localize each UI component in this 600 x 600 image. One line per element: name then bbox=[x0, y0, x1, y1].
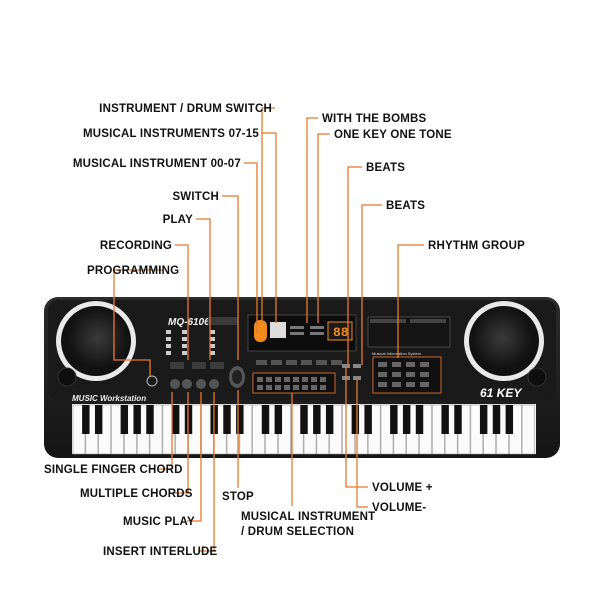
label-instrument-drum-selection-2: / DRUM SELECTION bbox=[241, 526, 354, 538]
black-key bbox=[415, 405, 424, 434]
label-play: PLAY bbox=[163, 214, 194, 226]
instrument-selection-strip bbox=[252, 372, 336, 394]
black-key bbox=[300, 405, 308, 434]
black-key bbox=[274, 405, 283, 434]
black-key bbox=[171, 405, 180, 434]
label-programming: PROGRAMMING bbox=[87, 265, 179, 277]
label-single-finger-chord: SINGLE FINGER CHORD bbox=[44, 464, 183, 476]
display-panel: 88 bbox=[247, 314, 357, 352]
label-rhythm-group: RHYTHM GROUP bbox=[428, 240, 525, 252]
black-key bbox=[82, 405, 90, 434]
info-panel-title: Musical Information System bbox=[372, 351, 422, 356]
black-key bbox=[236, 405, 244, 434]
label-with-the-bombs: WITH THE BOMBS bbox=[322, 113, 427, 125]
lcd-display: 88 bbox=[333, 325, 349, 340]
black-key bbox=[133, 405, 141, 434]
black-key bbox=[94, 405, 103, 434]
label-volume-minus: VOLUME- bbox=[372, 502, 426, 514]
black-key bbox=[120, 405, 129, 434]
black-key bbox=[402, 405, 411, 434]
label-beats-1: BEATS bbox=[366, 162, 405, 174]
black-key bbox=[223, 405, 231, 434]
black-key bbox=[454, 405, 462, 434]
label-switch: SWITCH bbox=[172, 191, 219, 203]
label-recording: RECORDING bbox=[100, 240, 172, 252]
info-panel: Musical Information System bbox=[367, 316, 451, 356]
black-key bbox=[390, 405, 398, 434]
control-buttons-row bbox=[256, 360, 342, 365]
black-key bbox=[146, 405, 154, 434]
white-key bbox=[521, 404, 535, 455]
leader-lines bbox=[113, 107, 424, 552]
black-key bbox=[325, 405, 334, 434]
label-music-play: MUSIC PLAY bbox=[123, 516, 195, 528]
label-multiple-chords: MULTIPLE CHORDS bbox=[80, 488, 193, 500]
brand-label: MUSIC Workstation bbox=[72, 394, 146, 403]
black-key bbox=[261, 405, 270, 434]
label-musical-instrument-00-07: MUSICAL INSTRUMENT 00-07 bbox=[73, 158, 241, 170]
label-beats-2: BEATS bbox=[386, 200, 425, 212]
black-key bbox=[441, 405, 449, 434]
label-instrument-drum-selection-1: MUSICAL INSTRUMENT bbox=[241, 511, 375, 523]
key-count-badge: 61 KEY bbox=[480, 386, 522, 400]
black-key bbox=[505, 405, 514, 434]
right-speaker bbox=[464, 301, 547, 387]
keyboard-body: MQ-6106 bbox=[44, 297, 560, 458]
transport-buttons bbox=[146, 362, 224, 389]
black-key bbox=[364, 405, 372, 434]
black-key bbox=[313, 405, 321, 434]
label-instrument-drum-switch: INSTRUMENT / DRUM SWITCH bbox=[99, 103, 272, 115]
black-key bbox=[479, 405, 488, 434]
function-button-grid bbox=[166, 330, 215, 355]
callout-labels: INSTRUMENT / DRUM SWITCH MUSICAL INSTRUM… bbox=[44, 103, 525, 558]
label-insert-interlude: INSERT INTERLUDE bbox=[103, 546, 217, 558]
label-stop: STOP bbox=[222, 491, 254, 503]
label-one-key-one-tone: ONE KEY ONE TONE bbox=[334, 129, 452, 141]
label-volume-plus: VOLUME + bbox=[372, 482, 433, 494]
model-label: MQ-6106 bbox=[168, 317, 210, 328]
label-musical-instruments-07-15: MUSICAL INSTRUMENTS 07-15 bbox=[83, 128, 259, 140]
rhythm-group-panel bbox=[372, 356, 442, 394]
black-key bbox=[492, 405, 501, 434]
black-key bbox=[351, 405, 360, 434]
